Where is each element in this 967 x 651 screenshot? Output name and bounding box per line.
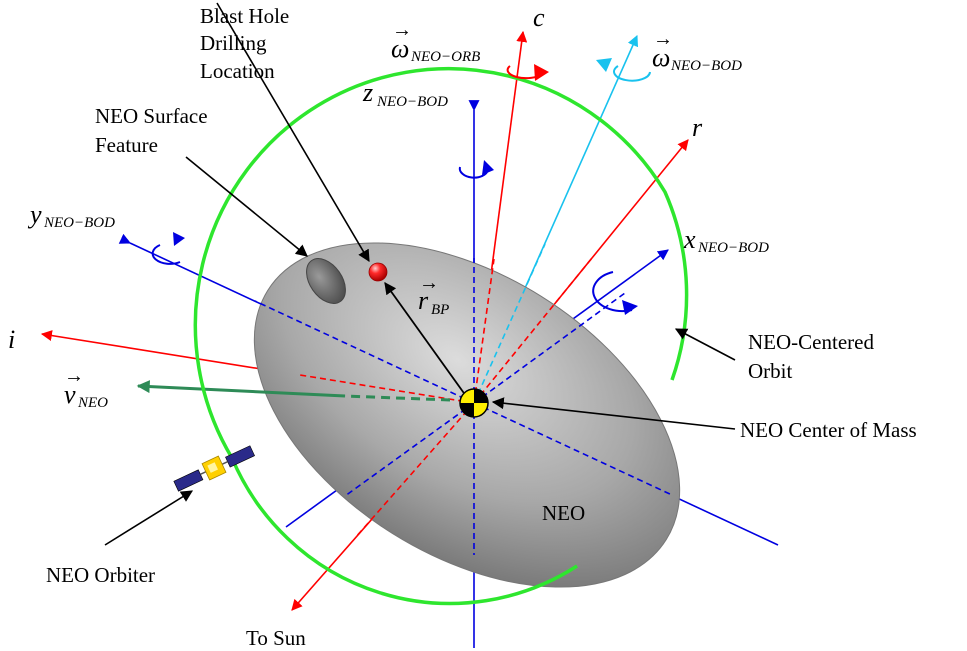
label-surface-feature: NEO Surface Feature xyxy=(95,104,208,157)
axis-label-c: c xyxy=(533,3,545,32)
svg-text:x: x xyxy=(683,225,696,254)
satellite-icon xyxy=(173,445,255,492)
axis-label-z-bod: z NEO−BOD xyxy=(362,78,448,110)
svg-text:r: r xyxy=(418,286,429,315)
label-to-sun: To Sun xyxy=(246,626,306,650)
svg-text:Blast Hole: Blast Hole xyxy=(200,4,289,28)
vector-label-v-neo: v → NEO xyxy=(64,365,108,411)
velocity-vector xyxy=(136,380,451,402)
label-neo-centered-orbit: NEO-Centered Orbit xyxy=(748,330,874,383)
svg-text:Feature: Feature xyxy=(95,133,158,157)
label-neo-body: NEO xyxy=(542,501,585,525)
svg-text:→: → xyxy=(64,365,84,387)
svg-text:ω: ω xyxy=(391,34,409,63)
svg-text:Location: Location xyxy=(200,59,275,83)
svg-text:NEO−BOD: NEO−BOD xyxy=(697,240,769,256)
rotation-arrow-bod-icon xyxy=(596,58,651,82)
svg-text:NEO Surface: NEO Surface xyxy=(95,104,208,128)
svg-text:z: z xyxy=(362,78,373,107)
label-blast-hole: Blast Hole Drilling Location xyxy=(200,4,289,83)
surface-feature-crater xyxy=(306,258,346,304)
svg-text:Drilling: Drilling xyxy=(200,31,267,55)
axis-label-y-bod: y NEO−BOD xyxy=(27,200,115,231)
svg-text:→: → xyxy=(653,28,673,50)
svg-text:Orbit: Orbit xyxy=(748,359,792,383)
rotation-arrow-orb-icon xyxy=(506,64,549,81)
neo-centered-orbit-ring xyxy=(193,66,689,606)
axis-label-r: r xyxy=(692,113,703,142)
svg-text:BP: BP xyxy=(431,302,449,318)
axis-label-i: i xyxy=(8,325,15,354)
label-orbiter: NEO Orbiter xyxy=(46,563,155,587)
red-sphere-icon xyxy=(368,262,388,282)
rotation-arrow-z-icon xyxy=(458,160,494,179)
axis-label-omega-bod: ω → NEO−BOD xyxy=(652,28,742,74)
axis-label-x-bod: x NEO−BOD xyxy=(683,225,769,256)
svg-text:NEO−BOD: NEO−BOD xyxy=(43,215,115,231)
callout-leaders xyxy=(104,2,736,546)
label-center-of-mass: NEO Center of Mass xyxy=(740,418,917,442)
rotation-arrow-y-icon xyxy=(151,232,185,265)
center-of-mass-icon xyxy=(459,388,489,418)
svg-text:→: → xyxy=(392,19,412,41)
axis-label-omega-orb: ω → NEO−ORB xyxy=(391,19,480,65)
svg-text:NEO: NEO xyxy=(77,395,108,411)
vector-label-r-bp: r → BP xyxy=(418,272,449,318)
rotation-indicators xyxy=(151,58,651,315)
svg-text:NEO−ORB: NEO−ORB xyxy=(410,49,480,65)
axes-inside-body xyxy=(254,243,673,555)
svg-text:ω: ω xyxy=(652,43,670,72)
r-bp-vector xyxy=(384,282,467,397)
svg-text:NEO-Centered: NEO-Centered xyxy=(748,330,874,354)
svg-text:v: v xyxy=(64,380,76,409)
svg-text:NEO−BOD: NEO−BOD xyxy=(670,58,742,74)
svg-text:→: → xyxy=(419,272,439,294)
svg-text:y: y xyxy=(27,200,42,229)
svg-text:NEO−BOD: NEO−BOD xyxy=(376,94,448,110)
rotation-arrow-x-icon xyxy=(592,271,638,315)
